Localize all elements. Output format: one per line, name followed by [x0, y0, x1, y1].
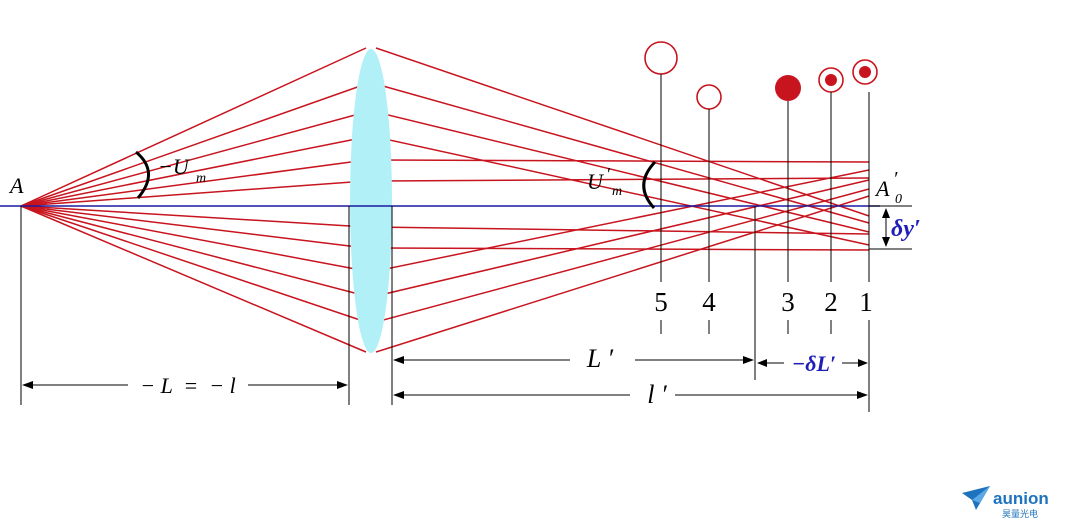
image-angle-mark: U ′ m — [587, 160, 657, 210]
lens — [350, 49, 392, 353]
delta-y-label: δy′ — [891, 216, 921, 242]
ray-segment-22 — [375, 177, 870, 182]
object-angle-label: −U — [158, 154, 191, 179]
dimension-Lprime: L ′ — [391, 206, 756, 405]
ray-segment-12 — [20, 136, 367, 207]
plane-number-4: 4 — [702, 287, 716, 317]
dimension-L: − L = − l — [20, 206, 350, 405]
plane-number-1: 1 — [859, 287, 873, 317]
spot-plane-3 — [775, 75, 801, 101]
image-angle-label: U — [587, 169, 605, 194]
ray-segment-8 — [20, 111, 367, 207]
ray-segment-9 — [20, 205, 367, 297]
dimension-lprime-label: l ′ — [647, 380, 667, 409]
ray-segment-16 — [20, 159, 367, 207]
ray-segment-19 — [375, 247, 870, 251]
object-angle-arc — [135, 150, 150, 199]
ray-segment-0 — [20, 47, 367, 207]
dimension-deltaL: −δL′ — [757, 320, 870, 412]
image-point-sub: 0 — [895, 192, 902, 207]
image-plane-lines — [660, 74, 870, 334]
plane-number-5: 5 — [654, 287, 668, 317]
ray-segment-18 — [375, 159, 870, 163]
aunion-logo-subtitle: 昊量光电 — [1002, 508, 1038, 520]
ray-segment-1 — [20, 205, 367, 353]
ray-segment-21 — [20, 205, 367, 228]
image-angle-sub: m — [612, 184, 622, 199]
spot-diagrams — [644, 41, 878, 110]
ray-segment-20 — [20, 180, 367, 207]
image-point-prime: ′ — [893, 168, 898, 190]
dimension-L-label: − L = − l — [140, 373, 236, 398]
ray-segment-7 — [375, 188, 870, 323]
aunion-logo-name: aunion — [993, 489, 1049, 508]
ray-segment-23 — [375, 226, 870, 235]
spot-plane-4 — [696, 84, 722, 110]
ray-segment-17 — [20, 205, 367, 249]
dimension-lprime: l ′ — [393, 380, 868, 409]
ray-segment-2 — [375, 47, 870, 217]
dimension-deltaL-label: −δL′ — [792, 351, 836, 376]
plane-numbers: 5 4 3 2 1 — [654, 287, 873, 317]
ray-segment-10 — [375, 111, 870, 233]
object-point-label: A — [8, 173, 24, 198]
ray-segment-13 — [20, 205, 367, 272]
image-point-main: A — [874, 176, 890, 201]
object-angle-mark: −U m — [135, 150, 206, 199]
ray-segment-15 — [375, 169, 870, 272]
image-angle-arc — [642, 160, 657, 210]
spot-plane-2-core — [825, 74, 837, 86]
object-angle-sub: m — [196, 171, 206, 186]
dimension-Lprime-label: L ′ — [586, 344, 613, 373]
ray-segment-11 — [375, 179, 870, 297]
ray-bundle — [20, 47, 870, 353]
spot-plane-1-core — [859, 66, 871, 78]
ray-segment-5 — [20, 205, 367, 323]
ray-segment-14 — [375, 136, 870, 246]
plane-number-3: 3 — [781, 287, 795, 317]
plane-number-2: 2 — [824, 287, 838, 317]
delta-y-marker: δy′ — [869, 205, 921, 250]
image-point-label: A ′ 0 — [874, 168, 902, 207]
image-angle-prime: ′ — [606, 164, 611, 184]
ray-segment-3 — [375, 195, 870, 353]
aunion-logo: aunion 昊量光电 — [962, 486, 1049, 520]
ray-segment-4 — [20, 83, 367, 207]
spot-plane-5 — [644, 41, 678, 75]
